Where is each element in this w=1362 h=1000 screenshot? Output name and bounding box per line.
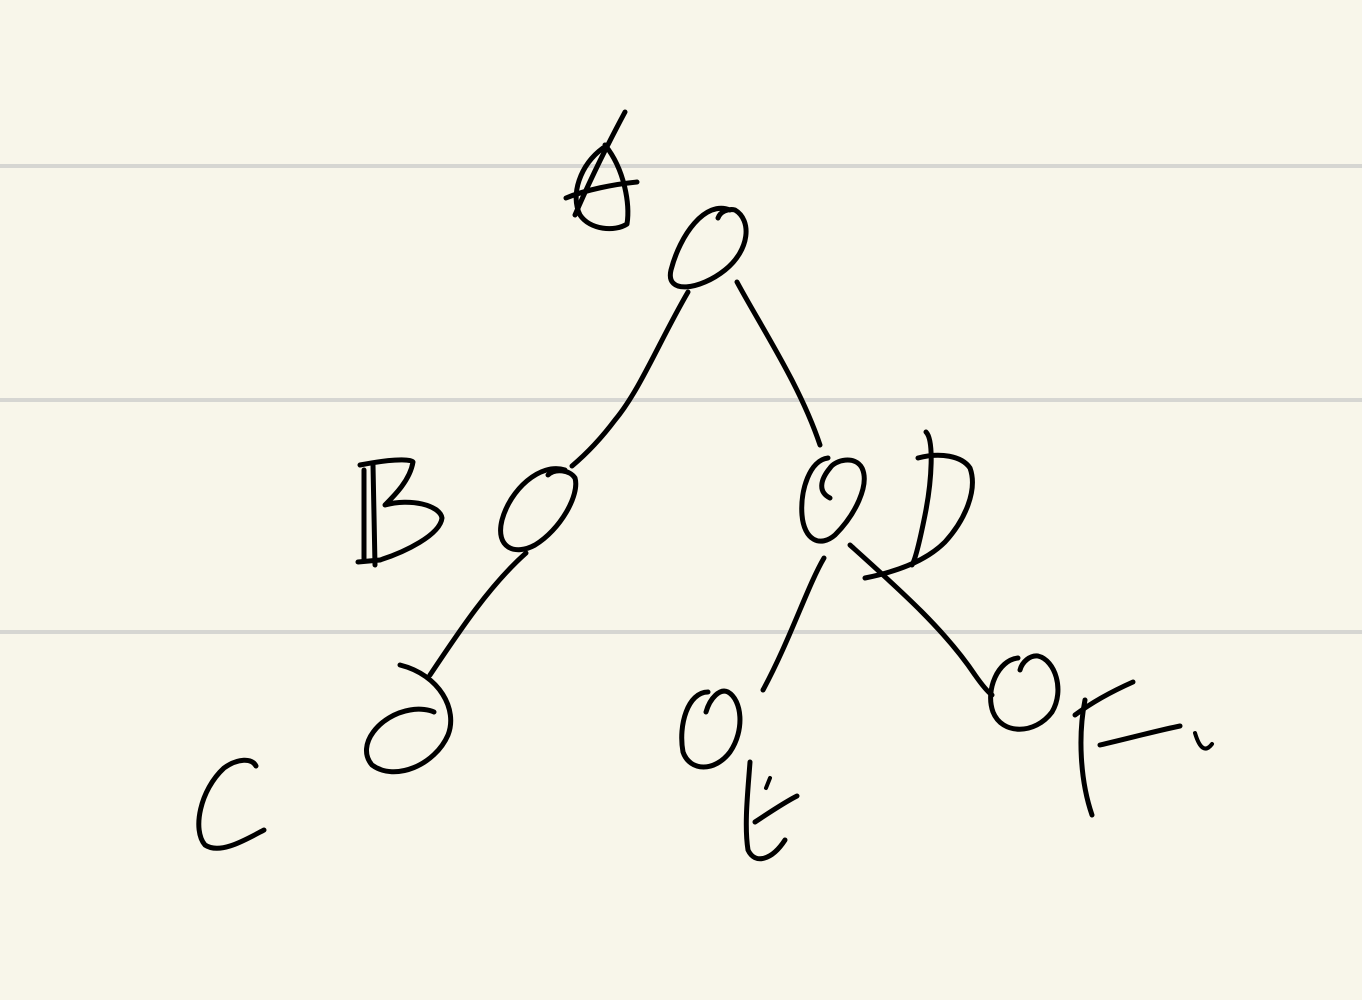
- label-f-stroke-1: [1078, 697, 1095, 818]
- node-a-circle: [667, 205, 749, 290]
- label-c-stroke: [196, 757, 267, 851]
- label-d-stroke-2: [862, 452, 975, 581]
- edge-b-c: [427, 550, 529, 678]
- label-f: [1072, 679, 1214, 818]
- edge-a-d: [734, 279, 823, 448]
- node-c-circle: [364, 662, 454, 775]
- node-c: [196, 662, 454, 851]
- edge-d-e: [760, 555, 827, 693]
- ruled-line-3: [0, 630, 1362, 634]
- label-e-stroke-2: [752, 793, 800, 825]
- node-b: [355, 457, 579, 568]
- ruled-line-1: [0, 164, 1362, 168]
- node-a: A: [563, 109, 749, 290]
- label-d-stroke-1: [909, 429, 934, 568]
- label-b-stroke-2: [370, 462, 378, 568]
- node-d: [799, 429, 975, 581]
- node-f: [988, 653, 1214, 818]
- node-e-circle: [679, 688, 743, 770]
- label-e-stroke-1: [743, 759, 788, 862]
- label-f-stroke-2: [1072, 679, 1136, 718]
- label-b-stroke-3: [355, 457, 445, 565]
- edge-d-f: [847, 542, 995, 698]
- ruled-line-2: [0, 398, 1362, 402]
- node-b-circle: [498, 466, 579, 553]
- label-f-stroke-3: [1097, 723, 1183, 748]
- edge-a-b: [569, 289, 691, 469]
- label-e-stroke-3: [764, 776, 772, 790]
- label-b: [355, 457, 445, 568]
- label-d: [862, 429, 975, 581]
- label-f-stroke-4: [1193, 731, 1214, 751]
- label-a-stroke-1: [572, 109, 628, 218]
- label-a-stroke-3: [563, 179, 640, 201]
- node-d-circle: [799, 455, 867, 544]
- label-a: A: [563, 109, 640, 232]
- node-e: [679, 688, 800, 862]
- node-f-circle: [988, 653, 1061, 732]
- edges: [427, 279, 995, 698]
- label-e: [743, 759, 800, 862]
